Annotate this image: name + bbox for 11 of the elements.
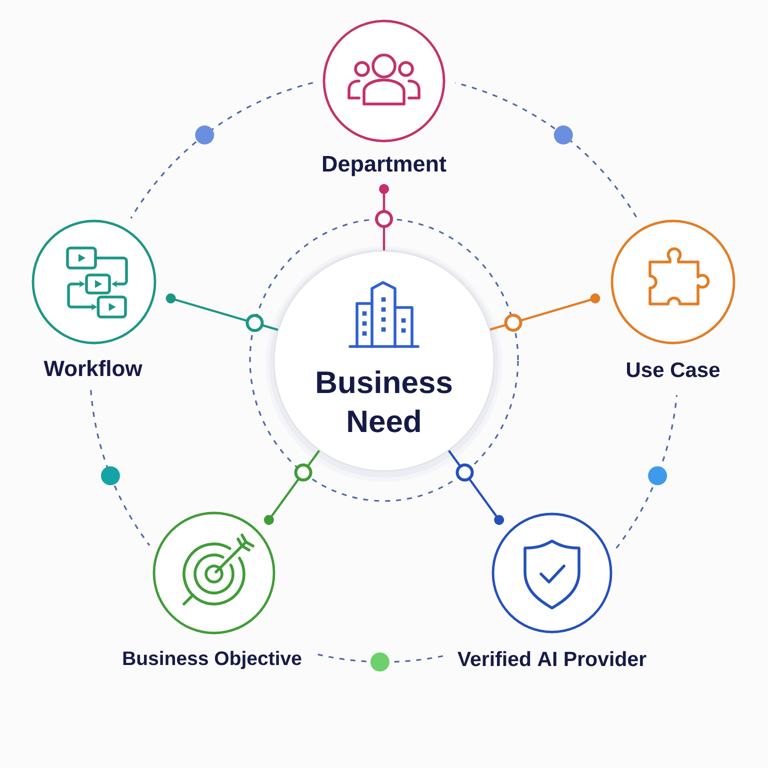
connector-line: [375, 184, 393, 250]
node-label: Department: [323, 156, 446, 176]
circle-node: Business Need: [266, 246, 502, 482]
node-label: Verified AI Provider: [458, 651, 646, 666]
connector-line: [448, 450, 504, 525]
connector-line: [490, 293, 600, 332]
node-label: Workflow: [44, 360, 142, 376]
node-label: Use Case: [627, 362, 720, 378]
node-label: Business Objective: [123, 650, 302, 670]
connector-line: [166, 293, 278, 332]
connector-line: [264, 450, 320, 525]
